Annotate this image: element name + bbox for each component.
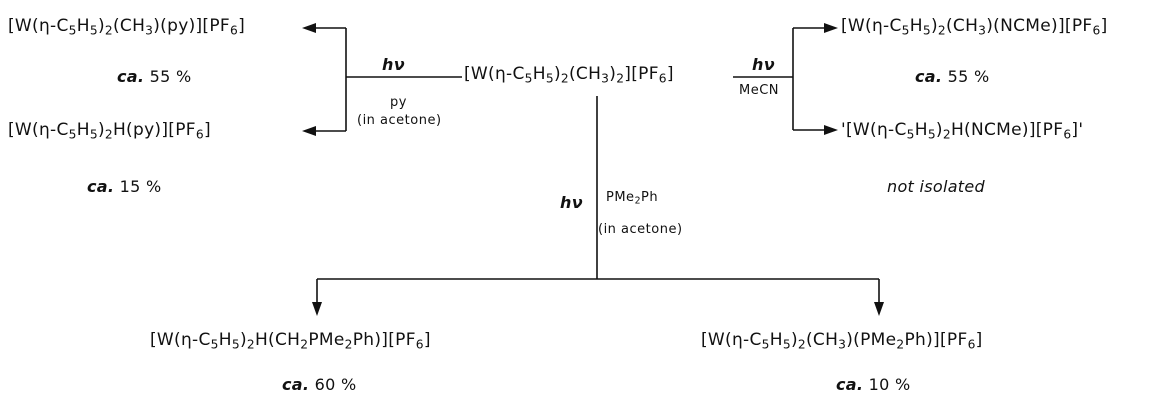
right-light-label: hν bbox=[752, 55, 775, 74]
right-branch-arrows bbox=[733, 23, 838, 135]
down-light-label: hν bbox=[560, 193, 583, 212]
down-solvent-label: (in acetone) bbox=[598, 222, 683, 237]
arrow-head-left-lower bbox=[302, 126, 316, 136]
left-branch-arrows bbox=[302, 23, 462, 136]
product-left-upper: [W(η-C5H5)2(CH3)(py)][PF6] bbox=[8, 16, 246, 38]
start-complex: [W(η-C5H5)2(CH3)2][PF6] bbox=[464, 64, 674, 86]
yield-down-right: ca. 10 % bbox=[836, 375, 911, 394]
yield-left-lower: ca. 15 % bbox=[87, 177, 162, 196]
yield-right-upper: ca. 55 % bbox=[915, 67, 990, 86]
yield-down-left: ca. 60 % bbox=[282, 375, 357, 394]
yield-left-upper: ca. 55 % bbox=[117, 67, 192, 86]
down-branch-arrows bbox=[312, 96, 884, 316]
product-left-lower: [W(η-C5H5)2H(py)][PF6] bbox=[8, 120, 211, 142]
right-reagent-label: MeCN bbox=[739, 83, 780, 98]
left-reagent-label: py bbox=[390, 95, 407, 110]
down-reagent-label: PMe2Ph bbox=[606, 190, 659, 207]
product-down-right: [W(η-C5H5)2(CH3)(PMe2Ph)][PF6] bbox=[701, 330, 983, 352]
left-solvent-label: (in acetone) bbox=[357, 113, 442, 128]
arrow-head-right-lower bbox=[824, 125, 838, 135]
product-down-left: [W(η-C5H5)2H(CH2PMe2Ph)][PF6] bbox=[150, 330, 431, 352]
arrow-head-down-left bbox=[312, 302, 322, 316]
product-right-lower: '[W(η-C5H5)2H(NCMe)][PF6]' bbox=[841, 120, 1084, 142]
yield-right-lower: not isolated bbox=[887, 177, 985, 196]
arrow-head-left-upper bbox=[302, 23, 316, 33]
arrow-head-down-right bbox=[874, 302, 884, 316]
left-light-label: hν bbox=[382, 55, 405, 74]
product-right-upper: [W(η-C5H5)2(CH3)(NCMe)][PF6] bbox=[841, 16, 1108, 38]
arrow-head-right-upper bbox=[824, 23, 838, 33]
